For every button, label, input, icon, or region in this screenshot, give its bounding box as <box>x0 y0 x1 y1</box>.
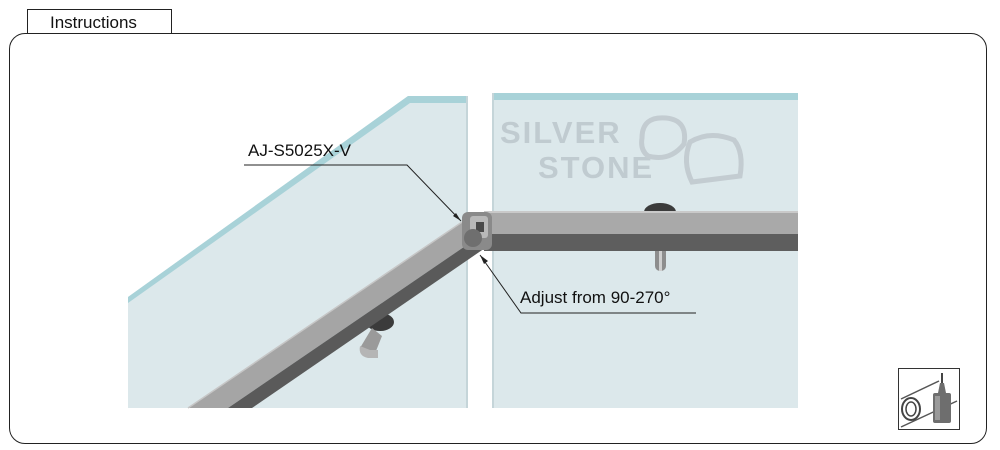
adjustable-connector <box>462 212 492 250</box>
adjust-range-label: Adjust from 90-270° <box>520 288 671 307</box>
instructions-tab[interactable]: Instructions <box>27 9 172 34</box>
adjust-leader <box>479 254 696 314</box>
horizontal-rail <box>484 211 798 251</box>
part-number-leader <box>244 164 462 222</box>
sloped-rail <box>187 217 488 409</box>
tube-and-glue-icon <box>898 368 960 430</box>
watermark-line2: STONE <box>538 150 655 185</box>
instructions-tab-label: Instructions <box>50 13 137 32</box>
part-number-label: AJ-S5025X-V <box>248 141 351 160</box>
watermark-logo-icon <box>639 115 744 185</box>
right-glass-edge <box>493 93 798 100</box>
watermark-line1: SILVER <box>500 115 622 150</box>
